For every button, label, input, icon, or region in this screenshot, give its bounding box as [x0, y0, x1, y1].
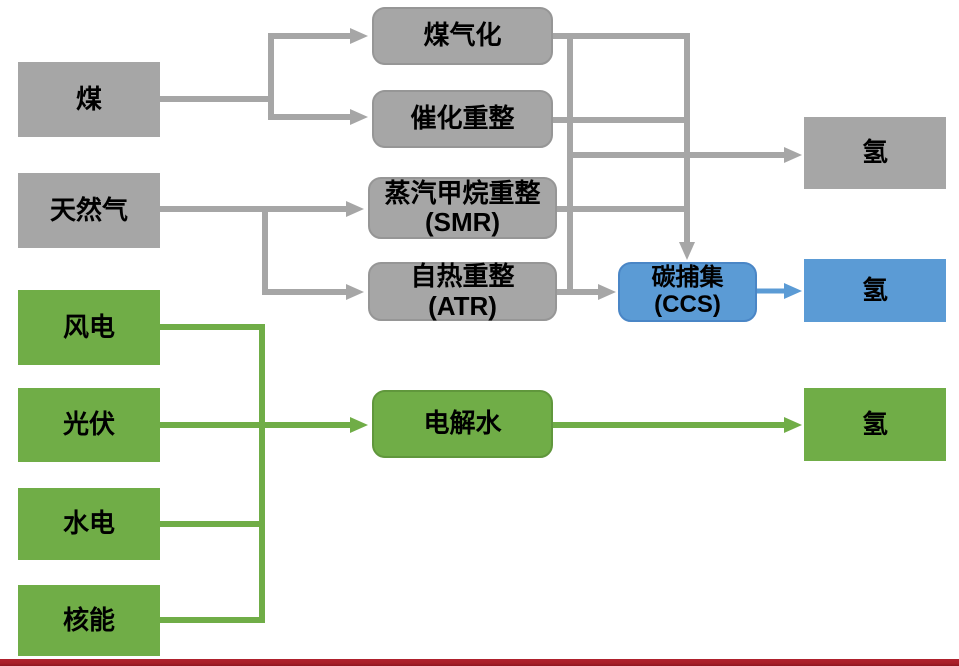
node-coal: 煤	[18, 62, 160, 137]
bottom-accent-bar	[0, 659, 959, 666]
node-atr: 自热重整 (ATR)	[368, 262, 557, 321]
node-natural-gas-label: 天然气	[49, 194, 128, 225]
node-electrolysis-label: 电解水	[423, 408, 502, 439]
node-atr-label: 自热重整	[410, 261, 515, 292]
node-solar-label: 光伏	[62, 409, 115, 440]
node-hydrogen-gray-label: 氢	[861, 137, 888, 168]
node-coal-gasification-label: 煤气化	[423, 20, 502, 51]
node-ccs-label: 碳捕集	[651, 264, 724, 292]
node-smr-sublabel: (SMR)	[424, 207, 501, 237]
node-ccs: 碳捕集 (CCS)	[618, 262, 757, 322]
node-hydrogen-blue: 氢	[804, 259, 946, 322]
node-hydrogen-blue-label: 氢	[861, 274, 888, 305]
node-electrolysis: 电解水	[372, 390, 553, 458]
node-atr-sublabel: (ATR)	[428, 290, 497, 321]
node-natural-gas: 天然气	[18, 173, 160, 248]
node-catalytic-reforming: 催化重整	[372, 90, 553, 148]
node-coal-label: 煤	[75, 83, 102, 114]
node-solar: 光伏	[18, 388, 160, 462]
node-wind-label: 风电	[62, 311, 115, 342]
node-hydro: 水电	[18, 488, 160, 560]
node-nuclear: 核能	[18, 585, 160, 656]
node-hydrogen-gray: 氢	[804, 117, 946, 189]
node-wind: 风电	[18, 290, 160, 365]
node-hydrogen-green-label: 氢	[861, 408, 888, 439]
node-hydrogen-green: 氢	[804, 388, 946, 461]
node-nuclear-label: 核能	[62, 604, 115, 635]
node-hydro-label: 水电	[62, 508, 115, 539]
node-smr: 蒸汽甲烷重整 (SMR)	[368, 177, 557, 239]
node-catalytic-reforming-label: 催化重整	[410, 103, 515, 134]
node-smr-label: 蒸汽甲烷重整	[384, 177, 541, 208]
node-coal-gasification: 煤气化	[372, 7, 553, 65]
node-ccs-sublabel: (CCS)	[654, 291, 721, 318]
edge-gasification-to-ccs	[553, 33, 695, 260]
